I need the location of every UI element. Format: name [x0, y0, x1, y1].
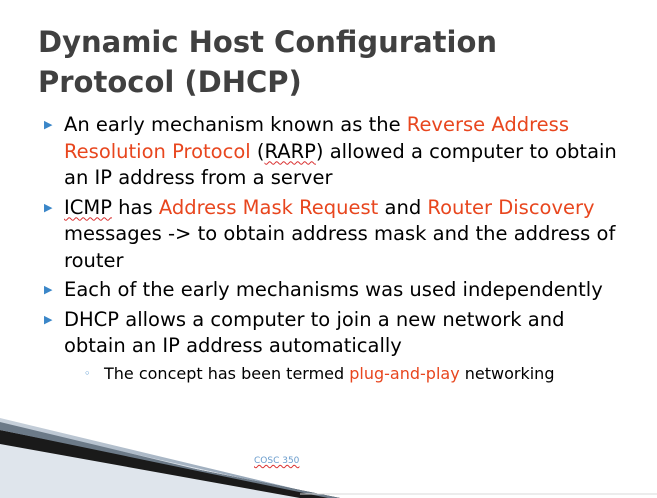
slide-title: Dynamic Host Configuration Protocol (DHC… — [38, 22, 638, 102]
spellcheck-word-rarp: RARP — [264, 139, 316, 163]
sub-bullet-text: networking — [459, 363, 555, 383]
bullet-list: ▶ An early mechanism known as the Revers… — [42, 112, 632, 388]
bullet-text: and — [378, 195, 428, 219]
highlight-router-discovery: Router Discovery — [427, 195, 595, 219]
highlight-rarp-name: Reverse Address Resolution Protocol — [64, 113, 570, 163]
title-line-2: Protocol (DHCP) — [38, 65, 302, 99]
sub-bullet-plug-and-play: ◦ The concept has been termed plug-and-p… — [82, 363, 632, 385]
title-line-1: Dynamic Host Configuration — [38, 25, 498, 59]
bullet-text: An early mechanism known as the — [64, 113, 407, 136]
bullet-text: has — [111, 195, 159, 219]
highlight-address-mask-request: Address Mask Request — [158, 195, 379, 219]
circle-bullet-icon: ◦ — [84, 366, 91, 380]
slide-footer: COSC 350 — [254, 456, 300, 466]
highlight-plug-and-play: plug-and-play — [349, 363, 460, 383]
triangle-bullet-icon: ▶ — [44, 118, 53, 131]
bullet-dhcp: ▶ DHCP allows a computer to join a new n… — [42, 307, 632, 385]
bullet-icmp: ▶ ICMP has Address Mask Request and Rout… — [42, 195, 632, 275]
bullet-rarp: ▶ An early mechanism known as the Revers… — [42, 112, 632, 192]
spellcheck-word-icmp: ICMP — [64, 195, 112, 219]
sub-bullet-text: The concept has been termed — [104, 363, 350, 383]
triangle-bullet-icon: ▶ — [44, 200, 53, 214]
triangle-bullet-icon: ▶ — [44, 283, 53, 296]
bullet-text: DHCP allows a computer to join a new net… — [64, 307, 565, 358]
bullet-text: ) allowed a computer to obtain an IP add… — [64, 139, 617, 190]
bullet-text: Each of the early mechanisms was used in… — [64, 278, 603, 301]
bullet-early-mechanisms: ▶ Each of the early mechanisms was used … — [42, 277, 632, 304]
decorative-swoosh — [0, 418, 657, 498]
bullet-text: messages -> to obtain address mask and t… — [64, 222, 616, 272]
triangle-bullet-icon: ▶ — [44, 312, 53, 326]
bullet-text: ( — [250, 139, 265, 163]
